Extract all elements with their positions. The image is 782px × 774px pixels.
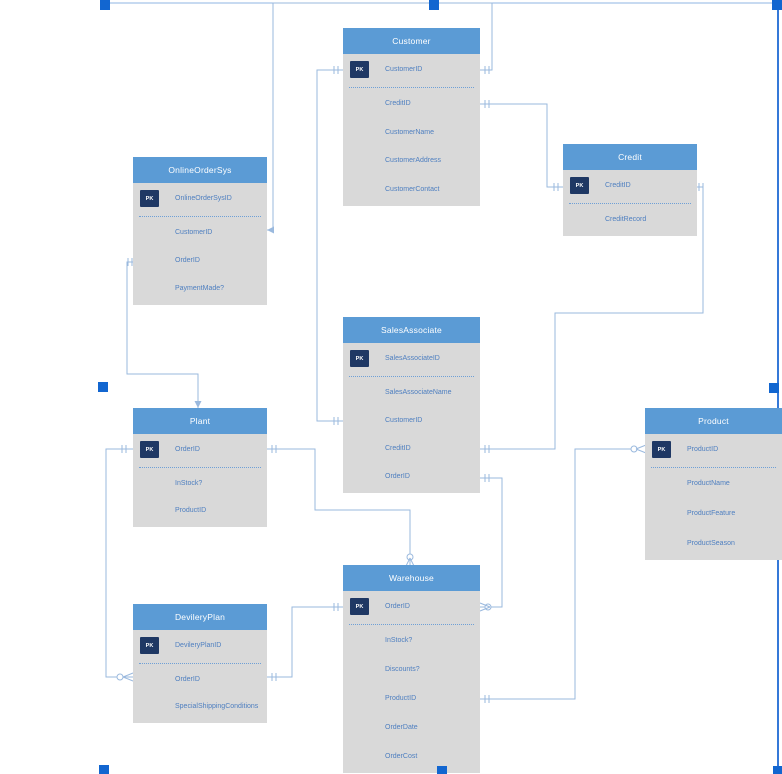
entity-title: Warehouse	[343, 565, 480, 591]
handle-top-right[interactable]	[772, 0, 782, 10]
connector-warehouse-product[interactable]	[480, 448, 637, 700]
entity-title: Credit	[563, 144, 697, 170]
attribute: CreditID	[385, 100, 411, 107]
attribute: ProductID	[385, 695, 417, 702]
attribute: CustomerAddress	[385, 157, 442, 165]
attribute: CustomerContact	[385, 186, 440, 193]
attribute: OrderDate	[385, 724, 418, 731]
connector-customer-salesassociate[interactable]	[316, 69, 343, 422]
handle-bottom-left[interactable]	[99, 765, 109, 774]
handle-bottom-mid[interactable]	[437, 766, 447, 774]
pk-divider	[139, 663, 261, 664]
entity-title: DevileryPlan	[133, 604, 267, 630]
entity-title: Plant	[133, 408, 267, 434]
handle-top-left[interactable]	[100, 0, 110, 10]
arrowhead	[267, 226, 274, 234]
attribute: Discounts?	[385, 666, 420, 673]
attribute: PaymentMade?	[175, 285, 225, 292]
entity-title: Product	[645, 408, 782, 434]
attribute: ProductID	[175, 507, 207, 514]
pk-divider	[349, 87, 474, 88]
pk-attribute: OrderID	[385, 603, 410, 610]
pk-badge: PK	[350, 61, 369, 78]
pk-badge: PK	[140, 441, 159, 458]
attribute: CustomerName	[385, 128, 435, 136]
pk-divider	[139, 467, 261, 468]
attribute: OrderID	[175, 676, 200, 683]
attribute: SpecialShippingConditions	[175, 703, 259, 710]
handle-mid-left[interactable]	[98, 382, 108, 392]
connector-salesassociate-warehouse[interactable]	[480, 477, 503, 608]
handle-mid-right[interactable]	[769, 383, 779, 393]
pk-attribute: ProductID	[687, 446, 719, 453]
entity-title: OnlineOrderSys	[133, 157, 267, 183]
connector-customer-credit[interactable]	[480, 103, 563, 188]
connector-plant-devileryplan[interactable]	[105, 448, 133, 678]
pk-badge: PK	[652, 441, 671, 458]
pk-divider	[651, 467, 776, 468]
handle-top-mid[interactable]	[429, 0, 439, 10]
connector-credit-salesassociate[interactable]	[480, 186, 704, 450]
attribute: InStock?	[385, 637, 413, 644]
pk-attribute: CustomerID	[385, 66, 423, 73]
pk-attribute: OrderID	[175, 446, 200, 453]
attribute: ProductSeason	[687, 540, 735, 547]
attribute: InStock?	[175, 480, 203, 487]
attribute: OrderCost	[385, 753, 418, 760]
pk-badge: PK	[140, 190, 159, 207]
attribute: ProductFeature	[687, 510, 736, 517]
attribute: CustomerID	[385, 417, 423, 424]
pk-badge: PK	[140, 637, 159, 654]
attribute: CreditID	[385, 445, 411, 452]
handle-bottom-right[interactable]	[773, 766, 782, 774]
attribute: ProductName	[687, 480, 730, 487]
connector-onlineordersys-plant[interactable]	[126, 261, 199, 408]
pk-attribute: OnlineOrderSysID	[175, 195, 232, 202]
cardinality-circle	[116, 673, 124, 681]
attribute: SalesAssociateName	[385, 389, 452, 396]
pk-attribute: CreditID	[605, 182, 631, 189]
pk-divider	[139, 216, 261, 217]
entity-title: SalesAssociate	[343, 317, 480, 343]
pk-badge: PK	[350, 598, 369, 615]
connector-devileryplan-warehouse[interactable]	[267, 606, 343, 678]
pk-divider	[349, 376, 474, 377]
pk-divider	[349, 624, 474, 625]
pk-divider	[569, 203, 691, 204]
pk-badge: PK	[570, 177, 589, 194]
cardinality-circle	[406, 553, 414, 561]
connector-plant-warehouse[interactable]	[267, 448, 411, 565]
entity-title: Customer	[343, 28, 480, 54]
pk-attribute: DevileryPlanID	[175, 642, 222, 649]
pk-badge: PK	[350, 350, 369, 367]
arrowhead	[194, 401, 202, 408]
attribute: OrderID	[385, 473, 410, 480]
attribute: CreditRecord	[605, 216, 647, 223]
pk-attribute: SalesAssociateID	[385, 355, 440, 362]
attribute: CustomerID	[175, 229, 213, 236]
attribute: OrderID	[175, 257, 200, 264]
